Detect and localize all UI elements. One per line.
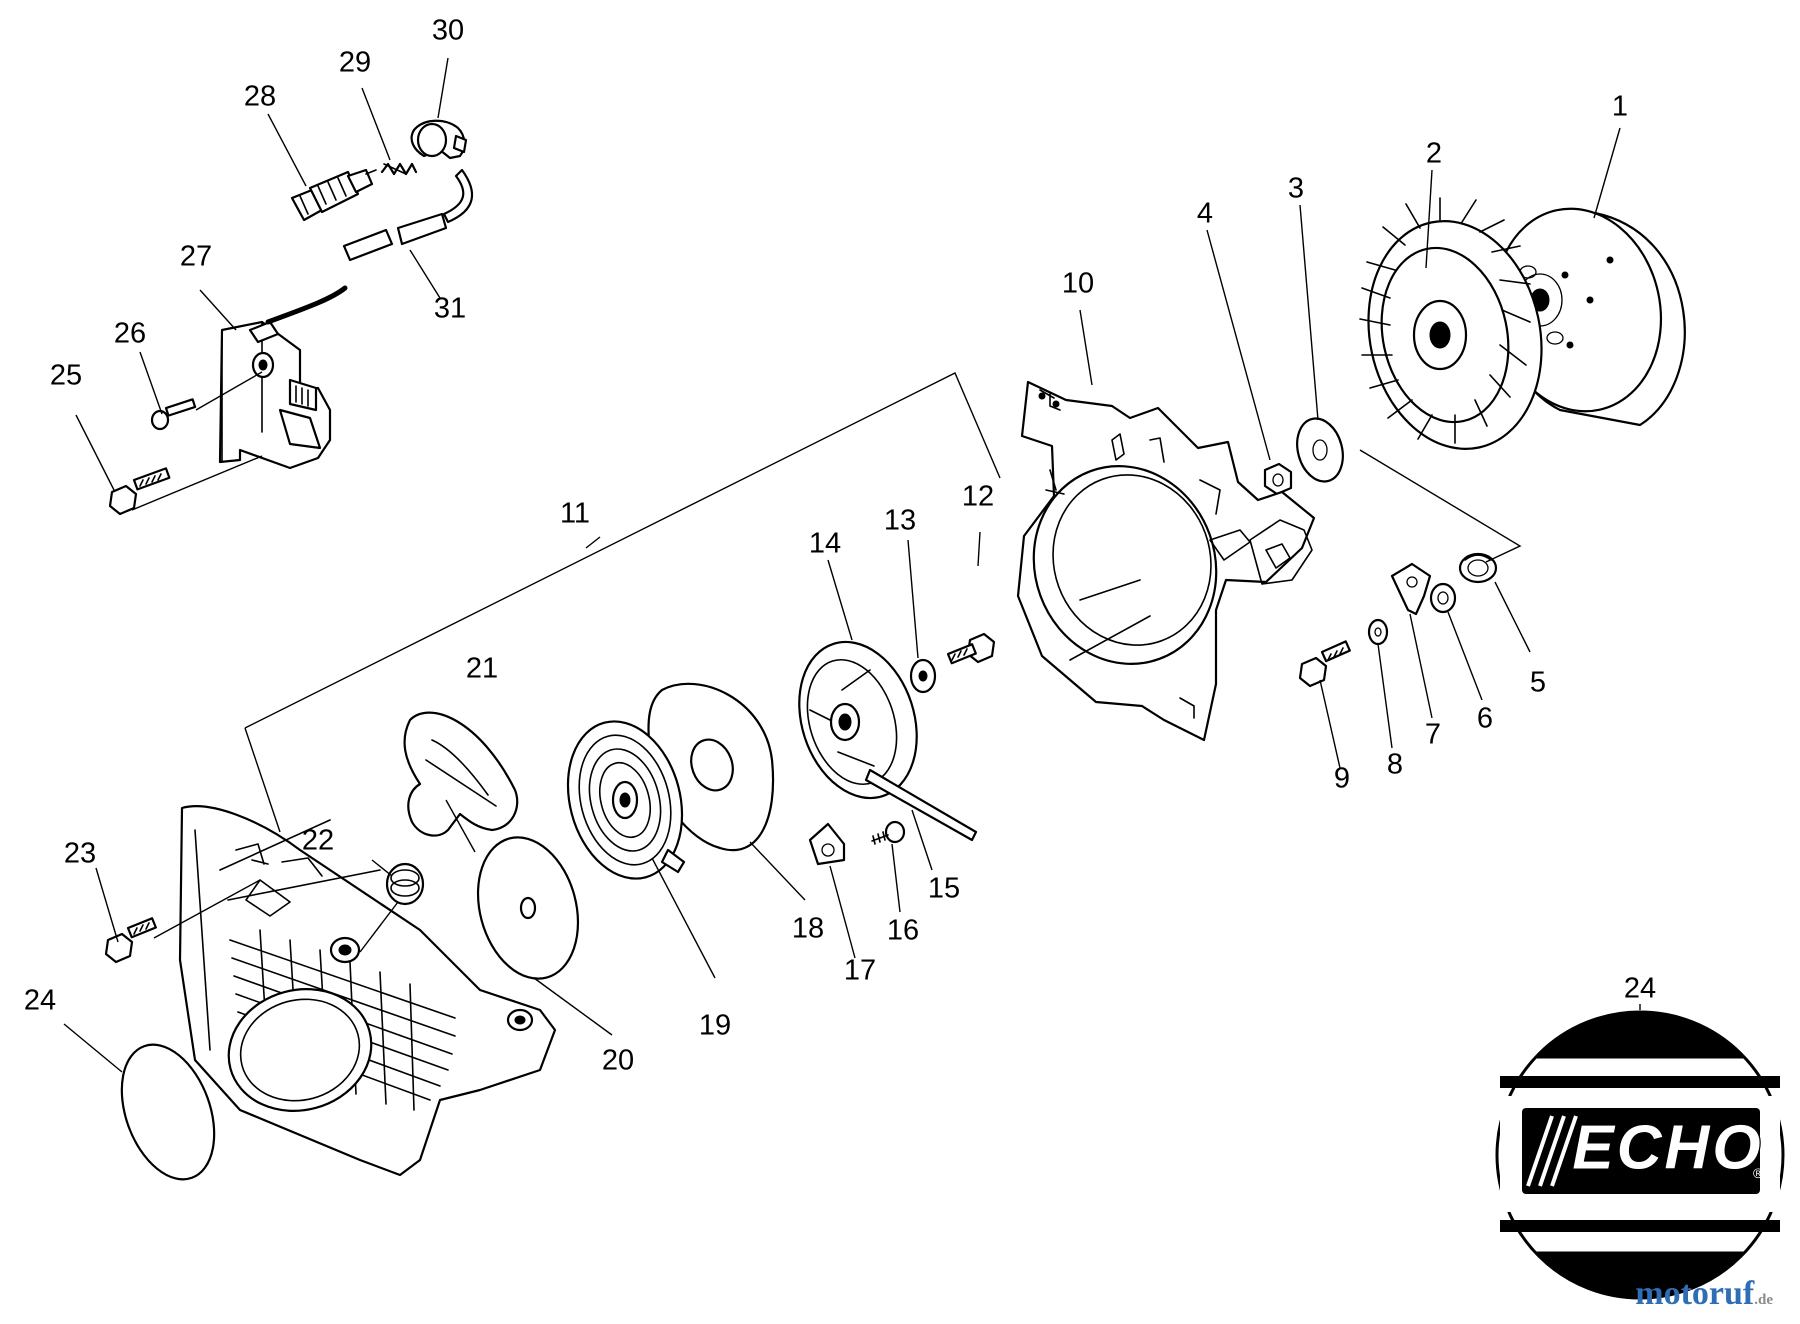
label-part-11: 11 [560,498,590,530]
label-part-28: 28 [244,81,276,113]
label-part-19: 19 [699,1010,731,1042]
part-29-spring [380,162,418,176]
decal-registered-mark: ® [1753,1165,1764,1181]
label-part-24-left: 24 [24,985,56,1017]
label-part-20: 20 [602,1045,634,1077]
part-6-pawl-nut [1429,582,1457,614]
watermark-suffix: .de [1754,1292,1773,1308]
part-10-fan-housing [1016,380,1316,742]
label-part-29: 29 [339,47,371,79]
part-8-washer [1367,618,1389,646]
part-14-starter-pulley [798,640,978,842]
part-3-washer [1296,417,1344,483]
part-25-bolt [108,467,171,516]
label-part-10: 10 [1062,268,1094,300]
label-part-5: 5 [1530,667,1546,699]
label-part-9: 9 [1334,763,1350,795]
decal-brand-text: ECHO [1572,1113,1763,1182]
label-part-7: 7 [1425,719,1441,751]
part-16-screw [871,820,906,845]
label-part-12: 12 [962,481,994,513]
part-31-ignition-lead [342,168,474,262]
label-part-25: 25 [50,360,82,392]
label-part-2: 2 [1426,138,1442,170]
part-30-plug-boot [410,119,468,160]
part-number-labels: 1 2 3 4 5 6 7 8 9 10 11 12 13 14 15 16 1… [24,15,1656,1077]
watermark: motoruf.de [1635,1275,1773,1312]
label-part-15: 15 [928,873,960,905]
label-part-18: 18 [792,913,824,945]
part-24-disc [120,1043,216,1181]
label-part-22: 22 [302,825,334,857]
watermark-name: motoruf [1635,1275,1755,1312]
watermark-text: motoruf.de [1635,1275,1773,1312]
label-part-21: 21 [466,653,498,685]
part-21-starter-handle [403,711,519,837]
label-part-27: 27 [180,241,212,273]
label-part-8: 8 [1387,749,1403,781]
part-2-flywheel [1359,197,1543,450]
part-9-bolt [1298,640,1351,688]
part-17-ratchet-plate [808,822,846,866]
label-part-16: 16 [887,915,919,947]
part-28-spark-plug [290,168,377,222]
label-part-14: 14 [809,528,841,560]
part-19-recoil-spring [566,720,686,880]
part-22-grommet [385,862,425,906]
label-part-1: 1 [1612,91,1628,123]
label-part-23: 23 [64,838,96,870]
part-12-bolt [946,632,996,665]
part-13-washer [909,658,937,694]
label-part-31: 31 [434,293,466,325]
label-part-13: 13 [884,505,916,537]
part-23-bolt [104,917,157,964]
part-4-nut [1263,462,1293,496]
part-20-plate [476,836,580,980]
label-part-3: 3 [1288,173,1304,205]
label-part-26: 26 [114,318,146,350]
label-part-6: 6 [1477,703,1493,735]
part-27-ignition-coil [218,285,348,470]
part-7-pawl [1390,562,1432,616]
part-5-spring [1458,552,1498,584]
label-part-30: 30 [432,15,464,47]
leader-lines [63,57,1641,1073]
starter-housing [178,805,557,1177]
part-24-echo-decal: ECHO ® [1495,1010,1785,1300]
label-part-4: 4 [1197,198,1213,230]
label-part-17: 17 [844,955,876,987]
part-26-screw [150,398,197,431]
label-part-24-right: 24 [1624,973,1656,1005]
